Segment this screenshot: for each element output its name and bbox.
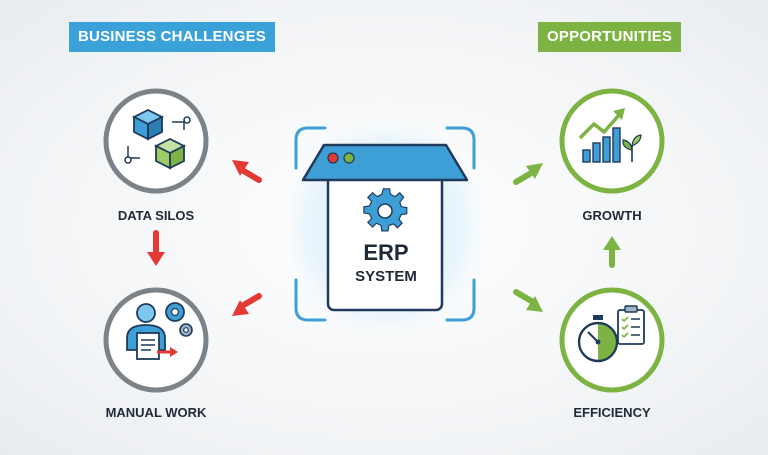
erp-system-node (290, 125, 480, 330)
gear-icon (165, 302, 193, 337)
growth-label: GROWTH (582, 208, 642, 223)
erp-subtitle: SYSTEM (355, 268, 417, 285)
data-silos-ring (103, 88, 209, 194)
efficiency-label: EFFICIENCY (573, 405, 651, 420)
growth-chart-icon (578, 108, 642, 163)
efficiency-ring (559, 287, 665, 393)
arrow-erp-to-growth (513, 163, 543, 185)
arrow-erp-to-efficiency (513, 289, 543, 312)
arrow-efficiency-to-growth (603, 236, 621, 268)
worker-icon (126, 303, 178, 360)
stopwatch-icon (577, 315, 619, 363)
opportunities-header: OPPORTUNITIES (538, 22, 682, 52)
arrow-data-silos-to-manual-work (147, 230, 165, 266)
manual-work-label: MANUAL WORK (105, 405, 207, 420)
data-silos-label: DATA SILOS (117, 208, 195, 223)
manual-work-ring (103, 287, 209, 393)
business-challenges-header: BUSINESS CHALLENGES (69, 22, 275, 52)
gear-icon (363, 188, 408, 232)
cube-icon (153, 137, 187, 170)
cube-icon (131, 108, 165, 141)
growth-ring (559, 88, 665, 194)
erp-title: ERP (363, 240, 409, 265)
arrow-erp-to-data-silos (232, 160, 262, 183)
arrow-erp-to-manual-work (232, 293, 262, 316)
clipboard-icon (617, 305, 645, 345)
